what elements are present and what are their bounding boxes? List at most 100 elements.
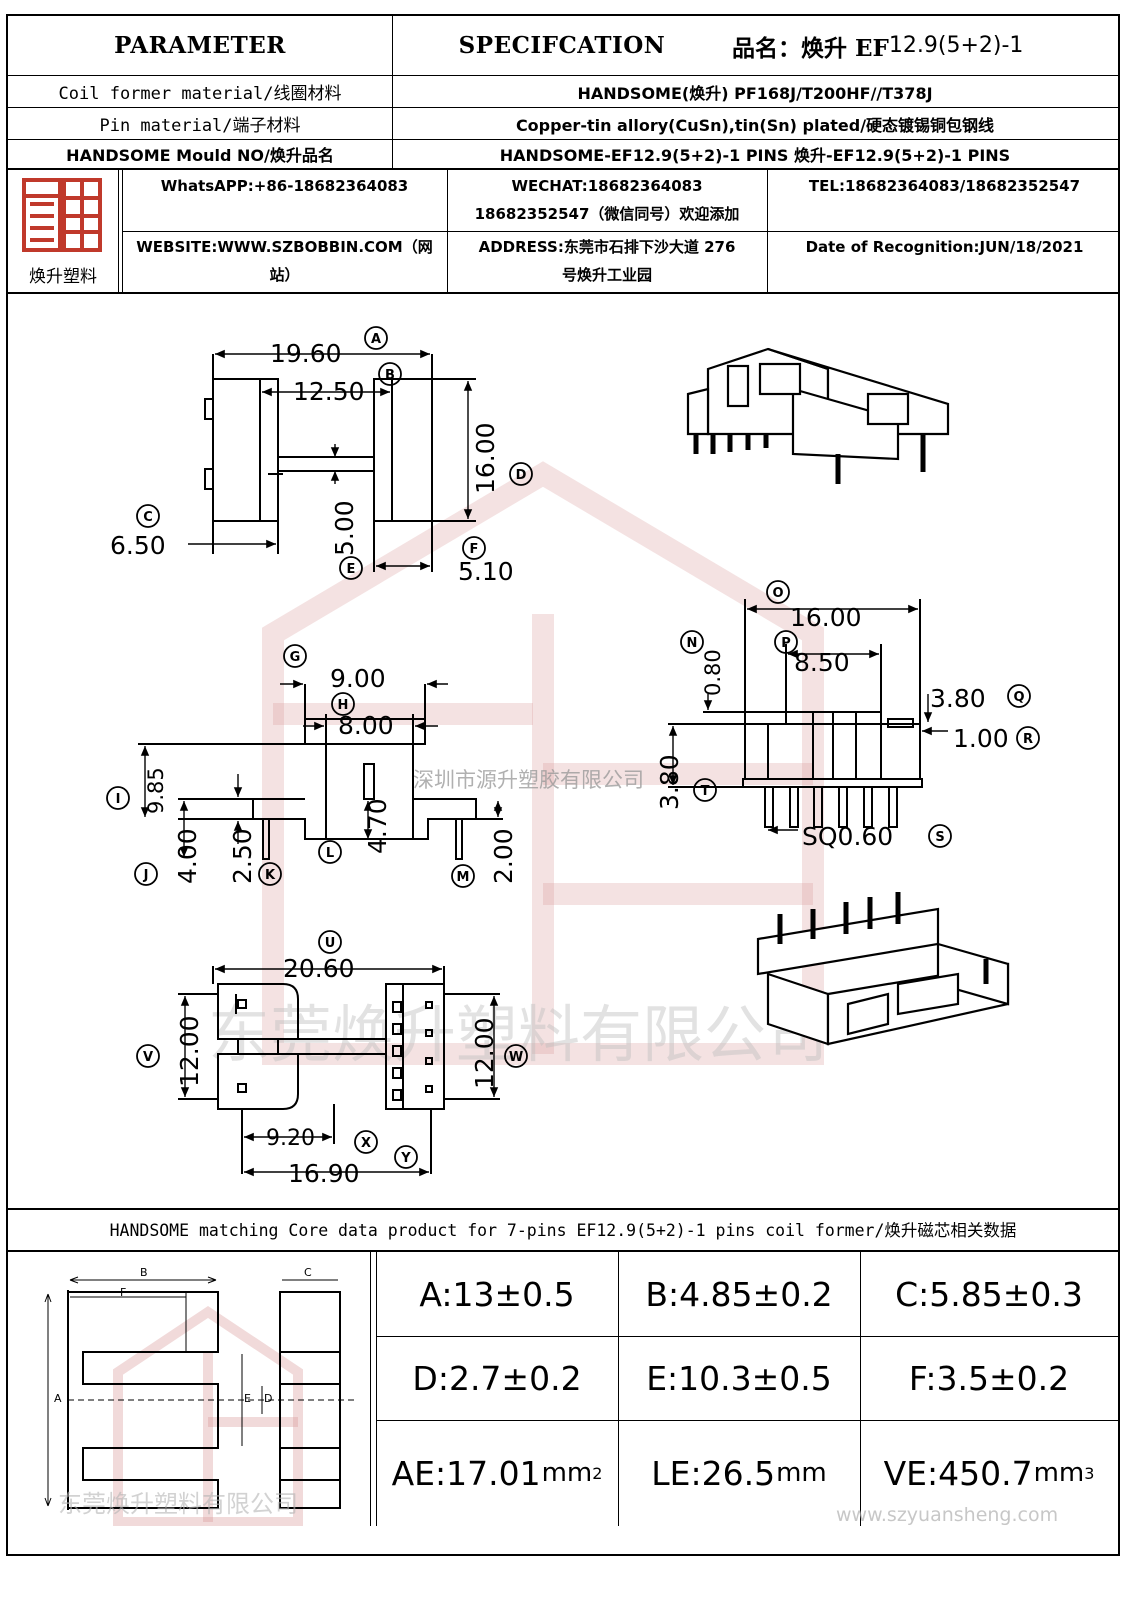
- dim-c: 6.50: [110, 531, 166, 560]
- dim-g: 9.00: [330, 664, 386, 693]
- coil-former-row: Coil former material/线圈材料 HANDSOME(焕升) P…: [8, 76, 1118, 108]
- dim-s: SQ0.60: [802, 822, 893, 851]
- marker-t: T: [701, 784, 710, 799]
- dim-w: 12.00: [470, 1017, 499, 1089]
- marker-m: M: [457, 870, 470, 885]
- core-spec-c: C:5.85±0.3: [895, 1274, 1083, 1314]
- pin-material-row: Pin material/端子材料 Copper-tin allory(CuSn…: [8, 108, 1118, 140]
- mould-value: HANDSOME-EF12.9(5+2)-1 PINS 焕升-EF12.9(5+…: [499, 146, 1011, 165]
- website-line2: 站）: [269, 266, 300, 284]
- marker-k: K: [265, 868, 276, 883]
- core-label-d: D: [264, 1392, 272, 1405]
- dim-l: 4.70: [363, 798, 392, 854]
- dim-p: 8.50: [794, 648, 850, 677]
- mould-label: HANDSOME Mould NO/焕升品名: [66, 146, 334, 165]
- core-title-row: HANDSOME matching Core data product for …: [8, 1208, 1118, 1252]
- core-spec-d: D:2.7±0.2: [412, 1358, 582, 1398]
- logo-text: 焕升塑料: [29, 267, 97, 287]
- dim-i: 9.85: [144, 767, 168, 814]
- product-name-label: 品名：焕升 EF: [732, 34, 889, 62]
- core-spec-a: A:13±0.5: [419, 1274, 575, 1314]
- parameter-heading: PARAMETER: [114, 32, 286, 59]
- company-block: 焕升塑料 WhatsAPP:+86-18682364083 WECHAT:186…: [8, 170, 1118, 294]
- marker-i: I: [116, 792, 121, 807]
- specification-heading: SPECIFCATION: [458, 32, 666, 59]
- coil-former-value: HANDSOME(焕升) PF168J/T200HF//T378J: [577, 83, 933, 103]
- dim-r: 1.00: [953, 724, 1009, 753]
- product-name-value: 12.9(5+2)-1: [888, 33, 1024, 58]
- pin-material-value: Copper-tin allory(CuSn),tin(Sn) plated/硬…: [515, 115, 995, 135]
- marker-g: G: [290, 650, 301, 665]
- website-line1: WEBSITE:WWW.SZBOBBIN.COM（网: [136, 238, 433, 256]
- technical-drawing: 19.60 12.50 6.50 16.00 5.00 5.10 9.00 8.…: [106, 326, 1040, 1188]
- core-spec-b: B:4.85±0.2: [645, 1274, 833, 1314]
- wechat-line2: 18682352547（微信同号）欢迎添加: [474, 205, 740, 223]
- dim-v: 12.00: [175, 1015, 204, 1087]
- dim-y: 16.90: [288, 1159, 360, 1188]
- dim-q: 3.80: [930, 684, 986, 713]
- dim-b: 12.50: [293, 377, 365, 406]
- e-core-diagram: A B C D E F: [44, 1266, 358, 1526]
- dim-f: 5.10: [458, 557, 514, 586]
- dim-d: 16.00: [471, 422, 500, 494]
- core-label-f: F: [120, 1286, 126, 1299]
- wechat-line1: WECHAT:18682364083: [511, 177, 703, 195]
- core-label-c: C: [304, 1266, 312, 1279]
- marker-w: W: [509, 1050, 523, 1065]
- core-spec-f: F:3.5±0.2: [908, 1358, 1070, 1398]
- ae-value: AE:17.01: [391, 1453, 541, 1493]
- marker-s: S: [935, 830, 944, 845]
- date-of-recognition: Date of Recognition:JUN/18/2021: [805, 238, 1084, 256]
- marker-e: E: [347, 562, 356, 577]
- core-label-b: B: [140, 1266, 148, 1279]
- core-label-a: A: [54, 1392, 62, 1405]
- marker-o: O: [772, 586, 783, 601]
- marker-x: X: [361, 1136, 371, 1151]
- dim-j: 4.00: [173, 828, 202, 884]
- core-label-e: E: [244, 1392, 251, 1405]
- marker-u: U: [325, 936, 336, 951]
- dim-e: 5.00: [330, 500, 359, 556]
- dim-n: 0.80: [701, 649, 725, 696]
- dim-h: 8.00: [338, 711, 394, 740]
- dim-x: 9.20: [266, 1126, 315, 1151]
- logo-icon: [22, 178, 102, 252]
- whatsapp: WhatsAPP:+86-18682364083: [160, 177, 409, 195]
- coil-former-label: Coil former material/线圈材料: [58, 84, 342, 104]
- dim-a: 19.60: [270, 339, 342, 368]
- drawing-area: 深圳市源升塑胶有限公司 东莞焕升塑料有限公司: [8, 294, 1118, 1210]
- telephone: TEL:18682364083/18682352547: [808, 177, 1081, 195]
- ae-unit: mm: [541, 1458, 593, 1488]
- marker-y: Y: [400, 1151, 411, 1166]
- marker-b: B: [385, 368, 395, 383]
- core-data-block: A B C D E F 东莞焕升塑料有限公司 A:13±0.5 B:4.85±0…: [8, 1252, 1118, 1526]
- header-row: PARAMETER SPECIFCATION 品名：焕升 EF 12.9(5+2…: [8, 16, 1118, 76]
- dim-u: 20.60: [283, 954, 355, 983]
- ae-exp: 2: [592, 1463, 603, 1483]
- ve-value: VE:450.7: [883, 1453, 1033, 1493]
- core-specs-table: A:13±0.5 B:4.85±0.2 C:5.85±0.3 D:2.7±0.2…: [376, 1252, 1118, 1526]
- marker-l: L: [326, 846, 334, 861]
- marker-n: N: [687, 636, 698, 651]
- marker-v: V: [143, 1050, 153, 1065]
- ve-unit: mm: [1033, 1458, 1085, 1488]
- pin-material-label: Pin material/端子材料: [99, 116, 301, 136]
- dim-t: 3.80: [655, 754, 684, 810]
- dim-o: 16.00: [790, 603, 862, 632]
- marker-p: P: [781, 636, 791, 651]
- mould-row: HANDSOME Mould NO/焕升品名 HANDSOME-EF12.9(5…: [8, 140, 1118, 170]
- ve-exp: 3: [1084, 1463, 1095, 1483]
- dim-k: 2.50: [228, 828, 257, 884]
- core-spec-e: E:10.3±0.5: [646, 1358, 832, 1398]
- dim-m: 2.00: [489, 828, 518, 884]
- address-line2: 号焕升工业园: [561, 266, 652, 284]
- marker-c: C: [143, 510, 153, 525]
- marker-d: D: [516, 468, 527, 483]
- marker-q: Q: [1013, 690, 1024, 705]
- company-logo: 焕升塑料: [8, 170, 118, 292]
- marker-h: H: [338, 698, 349, 713]
- marker-a: A: [371, 332, 381, 347]
